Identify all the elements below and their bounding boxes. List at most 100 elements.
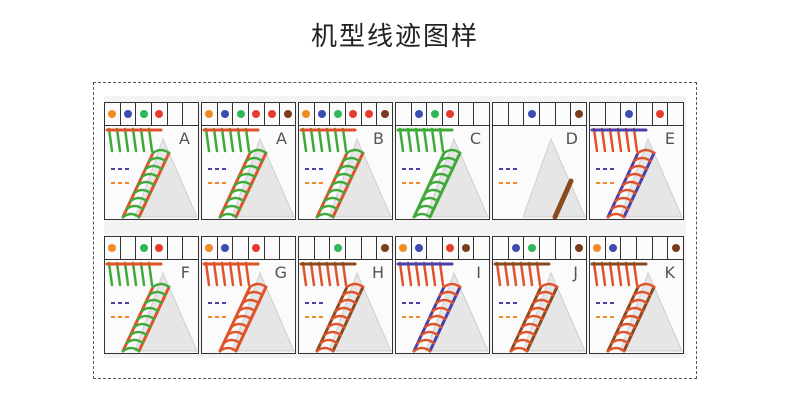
thread-color-row <box>299 103 392 126</box>
thread-dot <box>380 110 389 118</box>
thread-slot <box>427 237 444 259</box>
thread-slot <box>330 237 347 259</box>
stitch-illustration <box>202 261 295 353</box>
thread-slot <box>218 237 234 259</box>
stitch-band <box>590 127 656 219</box>
thread-dot <box>252 244 261 252</box>
thread-dot <box>462 244 471 252</box>
thread-dot <box>236 110 245 118</box>
panel-letter: F <box>180 263 190 282</box>
thread-slot <box>396 103 412 125</box>
stitch-band <box>299 127 365 219</box>
thread-slot <box>653 103 669 125</box>
thread-slot <box>362 237 378 259</box>
thread-slot <box>183 103 198 125</box>
needle-guide <box>499 302 519 318</box>
stitch-panel: G <box>201 236 296 354</box>
thread-slot <box>280 103 295 125</box>
thread-slot <box>168 237 184 259</box>
thread-slot <box>136 103 153 125</box>
thread-dot <box>108 110 117 118</box>
stitch-illustration <box>590 261 683 353</box>
thread-slot <box>427 103 444 125</box>
thread-slot <box>493 103 509 125</box>
panel-letter: J <box>573 263 578 282</box>
thread-slot <box>509 103 525 125</box>
thread-dot <box>512 244 520 252</box>
thread-slot <box>493 237 509 259</box>
thread-slot <box>606 103 622 125</box>
panel-letter: G <box>274 263 287 282</box>
thread-slot <box>571 103 586 125</box>
thread-dot <box>221 244 229 252</box>
needle-guide <box>596 168 616 184</box>
thread-dot <box>415 244 423 252</box>
thread-slot <box>299 103 315 125</box>
thread-slot <box>621 103 638 125</box>
thread-dot <box>365 110 374 118</box>
thread-slot <box>105 237 121 259</box>
panel-letter: D <box>565 129 578 148</box>
thread-color-row <box>105 237 198 260</box>
thread-slot <box>556 103 572 125</box>
thread-dot <box>349 110 358 118</box>
panel-letter: E <box>664 129 675 148</box>
stitch-panel: J <box>492 236 587 354</box>
thread-dot <box>221 110 229 118</box>
stitch-band <box>493 261 559 353</box>
stitch-band <box>105 127 171 219</box>
stitch-panel: B <box>298 102 393 220</box>
thread-slot <box>183 237 198 259</box>
thread-slot <box>280 237 295 259</box>
thread-dot <box>609 244 617 252</box>
thread-slot <box>474 237 489 259</box>
stitch-band <box>396 261 462 353</box>
panel-letter: A <box>179 129 190 148</box>
thread-slot <box>315 103 331 125</box>
needle-guide <box>499 168 519 184</box>
thread-dot <box>139 244 148 252</box>
thread-dot <box>527 110 536 118</box>
thread-slot <box>249 237 265 259</box>
thread-dot <box>302 110 311 118</box>
thread-color-row <box>493 103 586 126</box>
thread-dot <box>155 110 164 118</box>
stitch-band <box>105 261 171 353</box>
needle-guide <box>208 168 228 184</box>
stitch-band <box>202 127 268 219</box>
thread-slot <box>637 237 653 259</box>
thread-color-row <box>590 237 683 260</box>
thread-dot <box>446 110 455 118</box>
thread-slot <box>218 103 234 125</box>
stitch-band <box>396 127 462 219</box>
thread-slot <box>121 103 137 125</box>
thread-color-row <box>105 103 198 126</box>
panel-letter: I <box>476 263 481 282</box>
thread-dot <box>155 244 164 252</box>
thread-dot <box>268 110 277 118</box>
thread-color-row <box>590 103 683 126</box>
thread-dot <box>380 244 389 252</box>
thread-slot <box>202 237 218 259</box>
needle-guide <box>111 302 131 318</box>
thread-color-row <box>396 103 489 126</box>
stitch-band <box>299 261 365 353</box>
thread-slot <box>590 103 606 125</box>
needle-guide <box>208 302 228 318</box>
stitch-panel: H <box>298 236 393 354</box>
stitch-panel: F <box>104 236 199 354</box>
thread-slot <box>136 237 153 259</box>
thread-slot <box>524 237 541 259</box>
thread-slot <box>571 237 586 259</box>
thread-slot <box>668 237 683 259</box>
thread-slot <box>459 237 475 259</box>
thread-dot <box>205 244 214 252</box>
thread-dot <box>139 110 148 118</box>
stitch-illustration <box>299 127 392 219</box>
stitch-illustration <box>396 127 489 219</box>
thread-dot <box>574 244 583 252</box>
thread-slot <box>396 237 412 259</box>
thread-slot <box>346 103 362 125</box>
thread-slot <box>233 103 250 125</box>
